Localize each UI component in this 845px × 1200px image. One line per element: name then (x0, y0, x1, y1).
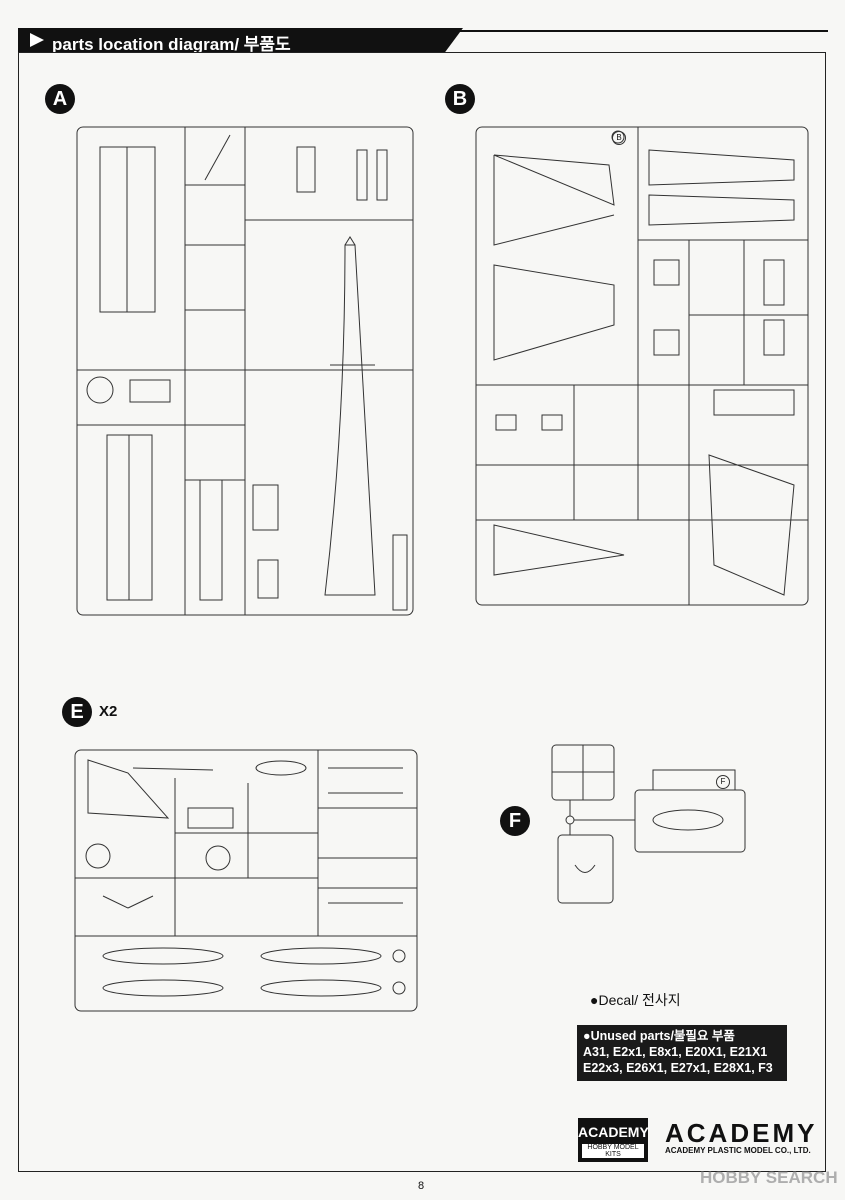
bullet-icon: ● (590, 992, 599, 1008)
sprue-b-badge: B (445, 84, 475, 114)
watermark: HOBBY SEARCH (700, 1168, 838, 1187)
decal-legend: ●Decal/ 전사지 (590, 990, 681, 1010)
page-title: parts location diagram/ 부품도 (52, 35, 291, 54)
sprue-e-multiplier: X2 (99, 703, 118, 720)
bullet-icon: ● (583, 1029, 591, 1043)
unused-parts-box: ●Unused parts/불필요 부품 A31, E2x1, E8x1, E2… (577, 1025, 787, 1081)
logo-small-subtext: HOBBY MODEL KITS (582, 1144, 644, 1158)
header-band (18, 28, 463, 52)
header-arrow-icon (30, 33, 44, 47)
academy-logo-small: ACADEMY HOBBY MODEL KITS (578, 1118, 649, 1162)
sprue-e-badge: E (62, 697, 92, 727)
page-frame (18, 52, 826, 1172)
page-number: 8 (418, 1180, 425, 1192)
academy-logo-large: ACADEMY (665, 1118, 818, 1148)
unused-line-1: A31, E2x1, E8x1, E20X1, E21X1 (583, 1045, 768, 1059)
page-header: parts location diagram/ 부품도 (18, 28, 828, 54)
sprue-f-diagram (540, 740, 750, 905)
header-rule (458, 30, 828, 32)
sprue-a-badge: A (45, 84, 75, 114)
decal-label: Decal/ 전사지 (598, 992, 681, 1008)
sprue-f-tag: F (716, 775, 730, 789)
logo-small-text: ACADEMY (578, 1124, 649, 1140)
sprue-e-diagram (73, 748, 419, 1013)
unused-title: Unused parts/불필요 부품 (590, 1029, 735, 1043)
sprue-b-diagram (474, 125, 810, 607)
company-name: ACADEMY PLASTIC MODEL CO., LTD. (665, 1146, 811, 1155)
sprue-f-badge: F (500, 806, 530, 836)
sprue-b-tag: B (612, 131, 626, 145)
sprue-a-diagram (75, 125, 415, 617)
unused-line-2: E22x3, E26X1, E27x1, E28X1, F3 (583, 1061, 773, 1075)
